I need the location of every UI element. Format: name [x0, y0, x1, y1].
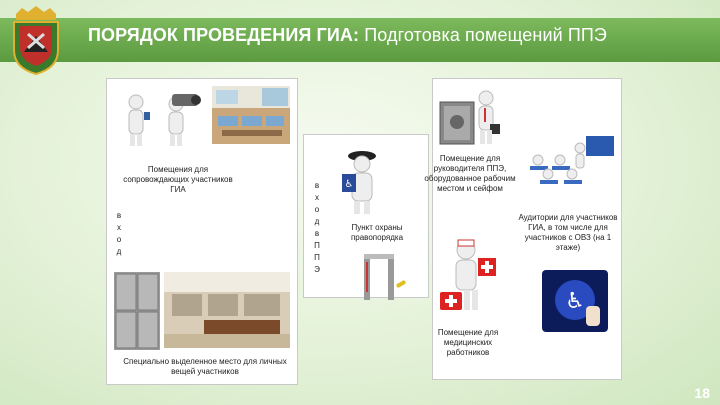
head-room-caption: Помещение для руководителя ППЭ, оборудов…	[424, 154, 516, 193]
security-caption: Пункт охраны правопорядка	[350, 223, 404, 242]
middle-entrance-label: в х о д в П П Э	[314, 181, 320, 274]
escort-room-photo	[212, 86, 290, 144]
page-title: ПОРЯДОК ПРОВЕДЕНИЯ ГИА: Подготовка помещ…	[88, 25, 607, 45]
title-bar	[0, 18, 720, 62]
svg-text:♿: ♿	[565, 289, 585, 314]
audience-caption: Аудитории для участников ГИА, в том числ…	[518, 213, 618, 252]
audience-icon	[530, 136, 614, 184]
escort-figures-icon	[128, 94, 201, 146]
medical-icon	[440, 239, 496, 310]
metal-detector-icon	[364, 254, 406, 300]
page-number: 18	[694, 385, 710, 401]
storage-caption: Специально выделенное место для личных в…	[123, 357, 287, 376]
escort-room-caption: Помещения для сопровождающих участников …	[123, 165, 233, 194]
accessibility-icon: ♿	[542, 270, 608, 332]
coat-of-arms-icon	[13, 6, 59, 76]
svg-text:♿: ♿	[345, 179, 354, 190]
storage-room-photo	[164, 272, 290, 348]
security-guard-icon: ♿	[342, 151, 376, 214]
medical-caption: Помещение для медицинских работников	[437, 328, 499, 357]
left-entrance-label: в х о д	[116, 211, 122, 256]
lockers-photo	[114, 272, 160, 350]
safe-head-icon	[439, 90, 500, 145]
